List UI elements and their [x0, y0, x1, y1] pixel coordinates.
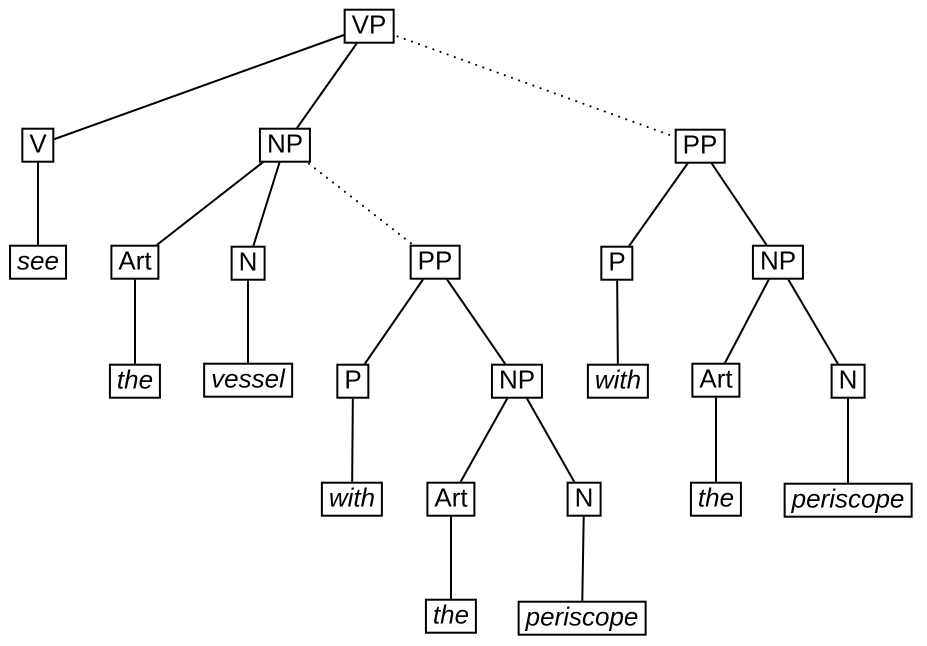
edge-vp-pp2-alt-attachment: [368, 25, 701, 147]
tree-node-np1: NP: [258, 127, 312, 163]
edge-np2-art2: [450, 380, 518, 500]
tree-node-with2: with: [586, 363, 650, 399]
tree-node-np3: NP: [751, 244, 805, 280]
edge-p1-with1: [351, 380, 354, 500]
tree-node-art1: Art: [110, 244, 160, 280]
tree-node-periscope2: periscope: [517, 600, 647, 636]
tree-node-n1: N: [230, 245, 266, 281]
tree-node-with1: with: [320, 481, 384, 517]
edge-n2-periscope2: [581, 498, 585, 619]
tree-node-the2: the: [424, 598, 478, 634]
tree-node-pp1: PP: [409, 244, 461, 280]
edge-np1-n1: [247, 144, 286, 264]
edge-pp2-np3: [699, 145, 779, 263]
edge-np2-n2: [516, 380, 585, 500]
tree-node-np2: NP: [490, 363, 544, 399]
tree-node-art2: Art: [426, 481, 476, 517]
edge-vp-np1: [284, 25, 370, 146]
tree-node-pp2: PP: [674, 128, 726, 164]
edge-np3-n3: [777, 261, 849, 382]
tree-node-periscope3: periscope: [783, 482, 913, 518]
tree-node-v: V: [21, 127, 55, 163]
edge-p2-with2: [616, 262, 619, 382]
edge-np1-art1: [134, 144, 286, 263]
tree-node-vp: VP: [343, 8, 395, 44]
tree-node-the3: the: [689, 481, 743, 517]
tree-node-n3: N: [830, 363, 866, 399]
tree-node-p2: P: [600, 245, 634, 281]
tree-node-vessel: vessel: [203, 362, 293, 398]
tree-node-p1: P: [336, 363, 370, 399]
tree-node-n2: N: [566, 481, 602, 517]
tree-node-the1: the: [108, 363, 162, 399]
edge-pp1-p1: [352, 261, 436, 382]
edge-pp1-np2: [434, 261, 518, 382]
edge-np3-art3: [715, 261, 779, 381]
edge-vp-v: [37, 25, 370, 146]
tree-node-see: see: [9, 244, 67, 280]
tree-node-art3: Art: [691, 362, 741, 398]
edge-pp2-p2: [616, 145, 701, 264]
